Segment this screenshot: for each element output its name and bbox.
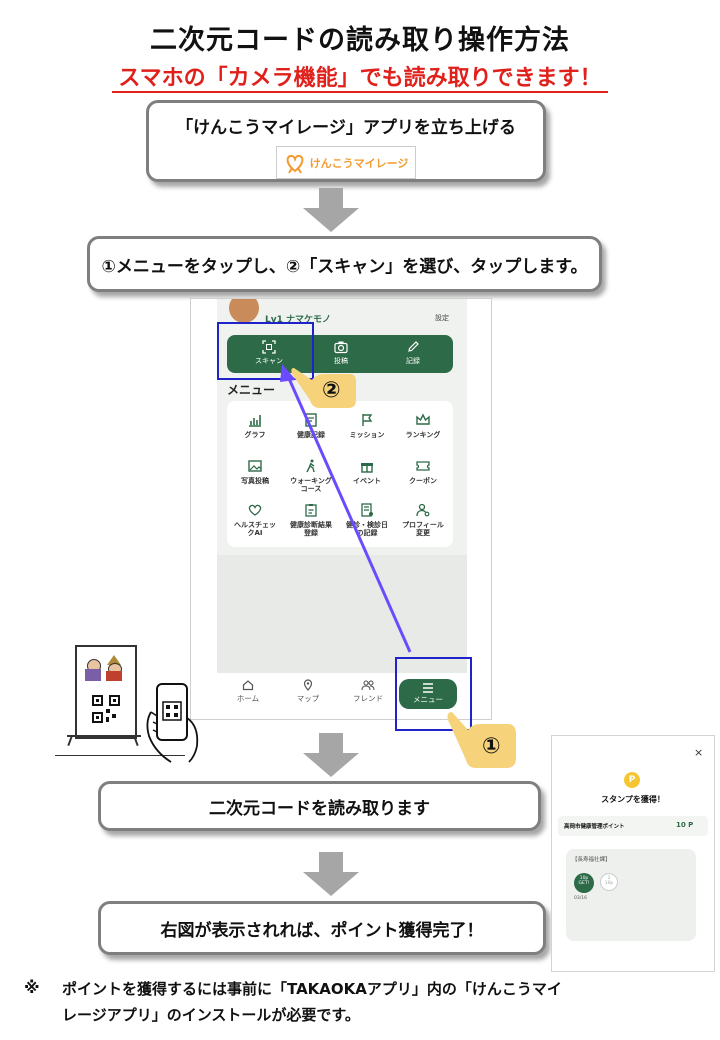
guide-arrow — [280, 364, 412, 653]
gift-icon — [361, 463, 373, 473]
menu-item-graph[interactable]: グラフ — [227, 413, 283, 439]
nav-friend-label: フレンド — [353, 694, 383, 703]
stamp-result-screenshot: × P スタンプを獲得！ 高岡市健康管理ポイント 10 P 【長寿福社課】 10… — [551, 735, 715, 972]
profile-level: Lv1 ナマケモノ — [265, 315, 331, 325]
record-label: 記録 — [406, 357, 420, 365]
marker-two: ② — [322, 378, 341, 403]
heart-monitor-icon — [248, 504, 262, 516]
scan-icon — [262, 340, 276, 354]
crown-icon — [416, 413, 430, 425]
bottom-nav: ホーム マップ フレンド メニュー — [217, 673, 467, 719]
menu-item-coupon[interactable]: クーポン — [395, 459, 451, 485]
document-edit-icon — [361, 503, 373, 517]
poster-board — [75, 645, 137, 739]
app-logo: けんこうマイレージ — [276, 146, 416, 179]
avatar — [229, 299, 259, 323]
section-label: 【長寿福社課】 — [572, 857, 611, 863]
footnote-mark: ※ — [24, 978, 40, 997]
bar-chart-icon — [249, 415, 261, 427]
nav-map[interactable]: マップ — [283, 679, 333, 713]
user-settings-icon — [416, 503, 430, 517]
menu-item-walking-course[interactable]: ウォーキング コース — [283, 459, 339, 493]
page-subtitle: スマホの「カメラ機能」でも読み取りできます！ — [118, 66, 602, 91]
stamp-next: 2 10p — [600, 873, 618, 891]
stamp-title: スタンプを獲得！ — [601, 795, 665, 804]
menu-item-ranking[interactable]: ランキング — [395, 413, 451, 439]
step1-text: 「けんこうマイレージ」アプリを立ち上げる — [176, 118, 516, 138]
menu-item-checkup-result[interactable]: 健康診断結果 登録 — [283, 503, 339, 537]
nav-home-label: ホーム — [236, 694, 260, 703]
qr-code-icon — [92, 695, 120, 723]
post-button[interactable]: 投稿 — [311, 339, 371, 369]
stamp-date: 03/16 — [574, 896, 587, 901]
image-icon — [248, 460, 262, 472]
screen-lower-area — [217, 555, 467, 673]
menu-highlight-box — [395, 657, 472, 731]
menu-title: メニュー — [227, 383, 276, 397]
page-title: 二次元コードの読み取り操作方法 — [150, 25, 570, 56]
scan-label: スキャン — [255, 357, 283, 365]
step3-text: 二次元コードを読み取ります — [209, 798, 430, 819]
stamp-got: 10p GET! — [574, 873, 594, 893]
pointing-hand-icon — [291, 368, 356, 408]
app-logo-text: けんこうマイレージ — [309, 156, 409, 170]
footnote-line2: レージアプリ」のインストールが必要です。 — [62, 1006, 360, 1024]
pointing-hand-icon — [447, 712, 516, 768]
camera-icon — [334, 341, 348, 354]
footnote-line1: ポイントを獲得するには事前に「TAKAOKAアプリ」内の「けんこうマイ — [62, 980, 562, 998]
menu-item-checkup-date[interactable]: 健診・検診日 の記録 — [339, 503, 395, 537]
down-arrow-icon — [303, 188, 359, 232]
step3-box: 二次元コードを読み取ります — [98, 781, 541, 831]
menu-item-profile[interactable]: プロフィール 変更 — [395, 503, 451, 537]
poster-stand — [67, 735, 141, 737]
menu-grid: グラフ 健康記録 ミッション ランキング 写真投稿 ウォーキング コース — [227, 401, 453, 547]
hamburger-icon — [423, 683, 433, 693]
nav-map-label: マップ — [296, 694, 320, 703]
record-button[interactable]: 記録 — [383, 339, 443, 369]
home-icon — [242, 680, 254, 691]
ground-line — [55, 755, 185, 756]
nav-menu-button[interactable]: メニュー — [399, 679, 457, 709]
menu-item-photo-post[interactable]: 写真投稿 — [227, 459, 283, 485]
step4-text: 右図が表示されれば、ポイント獲得完了！ — [160, 920, 484, 941]
nav-friend[interactable]: フレンド — [343, 679, 393, 713]
clipboard-icon — [305, 504, 317, 517]
point-row: 高岡市健康管理ポイント 10 P — [558, 816, 708, 836]
step2-box: ①メニューをタップし、②「スキャン」を選び、タップします。 — [87, 236, 602, 292]
app-screen: Lv1 ナマケモノ 設定 スキャン 投稿 — [217, 299, 467, 719]
down-arrow-icon — [303, 852, 359, 896]
nav-menu-label: メニュー — [413, 695, 443, 704]
pencil-icon — [408, 341, 419, 352]
down-arrow-icon — [303, 733, 359, 777]
marker-one: ① — [482, 734, 501, 759]
post-label: 投稿 — [334, 357, 348, 365]
menu-item-health-check-ai[interactable]: ヘルスチェッ クAI — [227, 503, 283, 537]
friends-icon — [361, 680, 375, 691]
point-value: 10 P — [676, 821, 694, 829]
flag-icon — [362, 414, 373, 426]
step1-box: 「けんこうマイレージ」アプリを立ち上げる けんこうマイレージ — [146, 100, 546, 182]
action-bar: スキャン 投稿 記録 — [227, 335, 453, 373]
step2-text: ①メニューをタップし、②「スキャン」を選び、タップします。 — [101, 256, 588, 277]
subtitle-underline — [112, 91, 608, 93]
nav-home[interactable]: ホーム — [223, 679, 273, 713]
qr-scan-illustration — [55, 640, 215, 765]
scan-button[interactable]: スキャン — [239, 339, 299, 369]
settings-label[interactable]: 設定 — [435, 314, 449, 322]
smartphone-hand-icon — [146, 683, 199, 763]
close-icon[interactable]: × — [694, 746, 704, 759]
mascot-figures — [85, 655, 125, 681]
heart-ribbon-icon — [286, 154, 304, 174]
phone-screenshot: Lv1 ナマケモノ 設定 スキャン 投稿 — [190, 298, 492, 720]
ticket-icon — [416, 461, 430, 471]
map-pin-icon — [303, 679, 313, 691]
scan-highlight-box — [217, 322, 314, 380]
point-label: 高岡市健康管理ポイント — [564, 824, 625, 830]
menu-item-mission[interactable]: ミッション — [339, 413, 395, 439]
menu-item-event[interactable]: イベント — [339, 459, 395, 485]
coin-icon: P — [624, 772, 640, 788]
walking-icon — [306, 459, 315, 473]
step4-box: 右図が表示されれば、ポイント獲得完了！ — [98, 901, 546, 955]
stamp-section: 【長寿福社課】 10p GET! 2 10p 03/16 — [566, 849, 696, 941]
